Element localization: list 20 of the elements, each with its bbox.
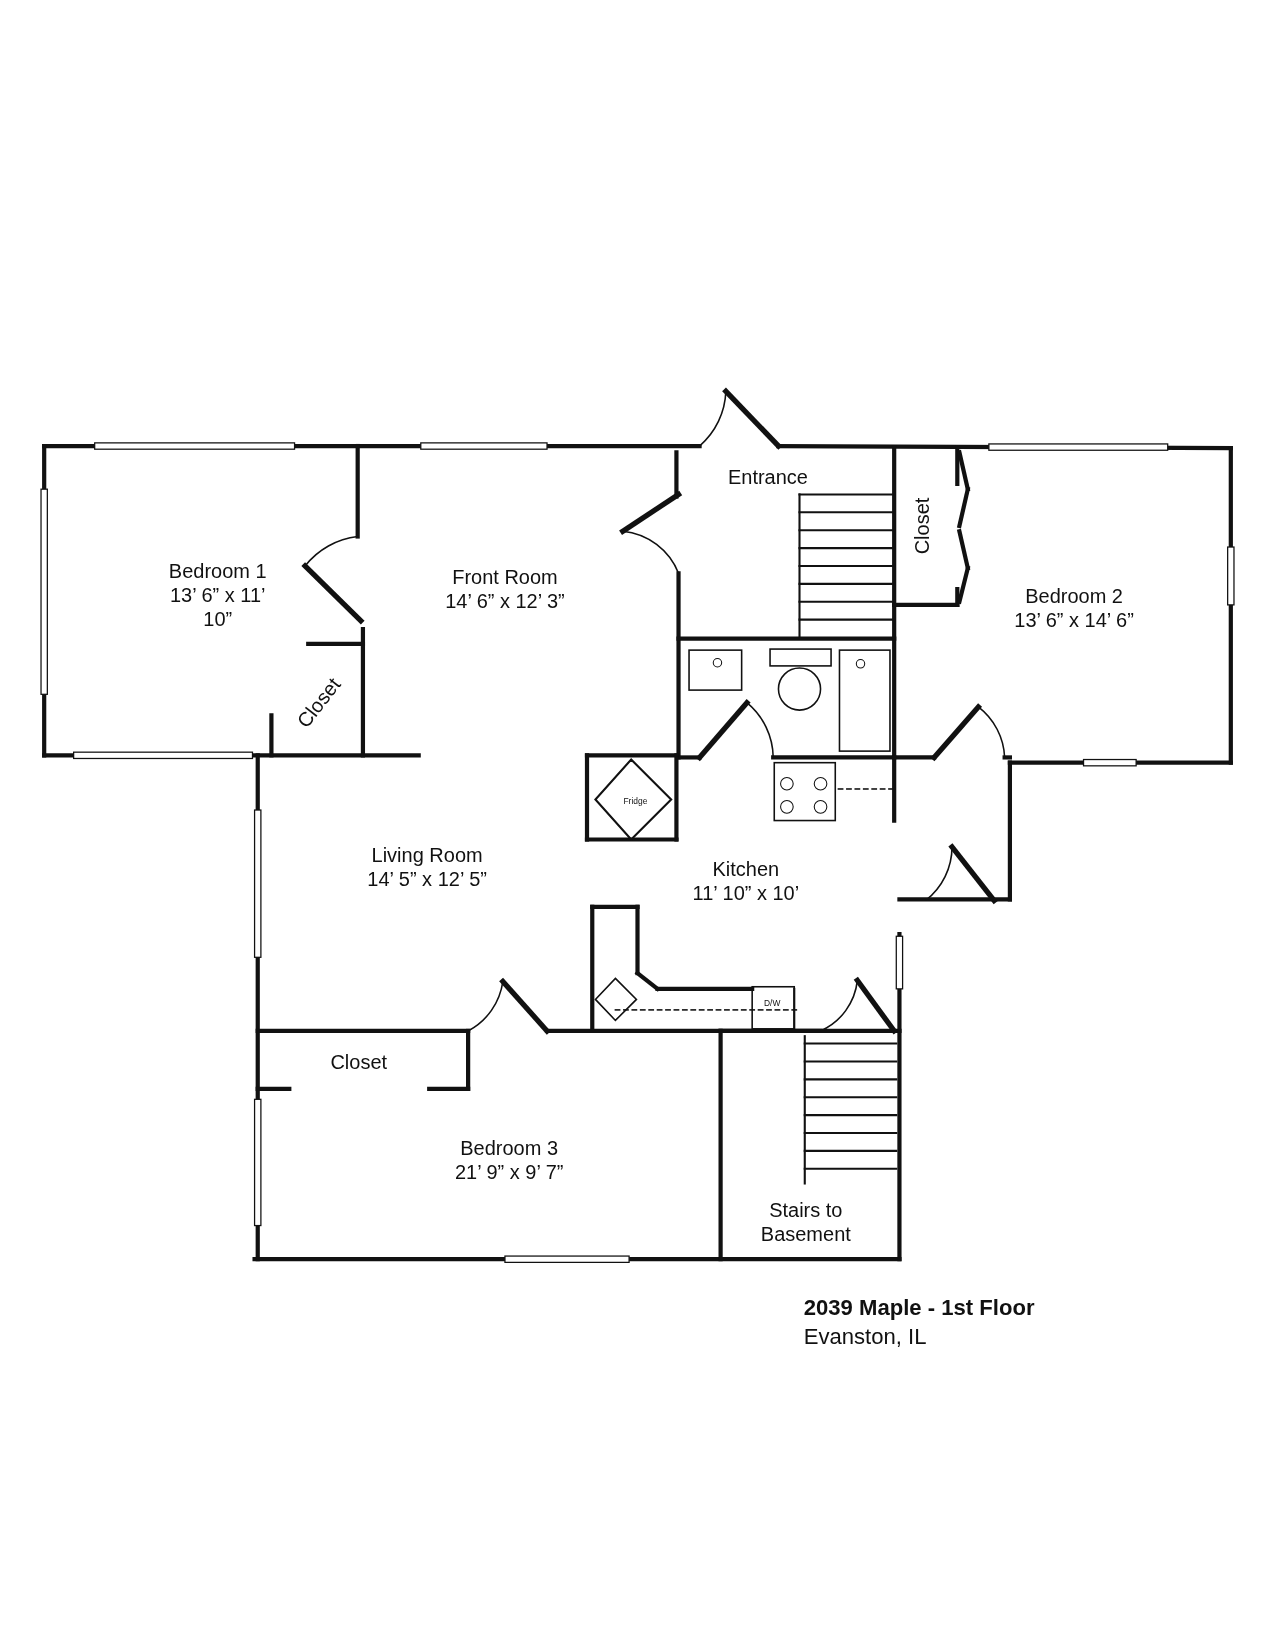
room-dimensions: 14’ 5” x 12’ 5” [367,866,487,892]
caption: Evanston, IL [803,1324,927,1350]
room-dimensions: 14’ 6” x 12’ 3” [445,589,565,614]
room-name: Closet [330,1050,388,1075]
room-name: Living Room [370,842,484,867]
room-name: Closet [910,497,935,555]
room-name: Entrance [727,465,808,490]
room-dimensions: 21’ 9” x 9’ 7” [454,1160,564,1185]
appliance-label: Fridge [623,796,648,807]
room-dimensions: 13’ 6” x 14’ 6” [1014,608,1134,633]
room-name: Kitchen [711,857,781,882]
room-name: Stairs to Basement [759,1198,852,1247]
room-name: Bedroom 1 [167,559,268,584]
room-dimensions: 13’ 6” x 11’ 10” [169,583,267,632]
room-dimensions: 11’ 10” x 10’ [692,881,800,906]
title: 2039 Maple - 1st Floor [803,1295,1035,1321]
room-name: Bedroom 3 [459,1136,560,1161]
room-name: Bedroom 2 [1024,583,1124,609]
room-name: Front Room [451,564,559,590]
appliance-label: D/W [763,998,781,1009]
